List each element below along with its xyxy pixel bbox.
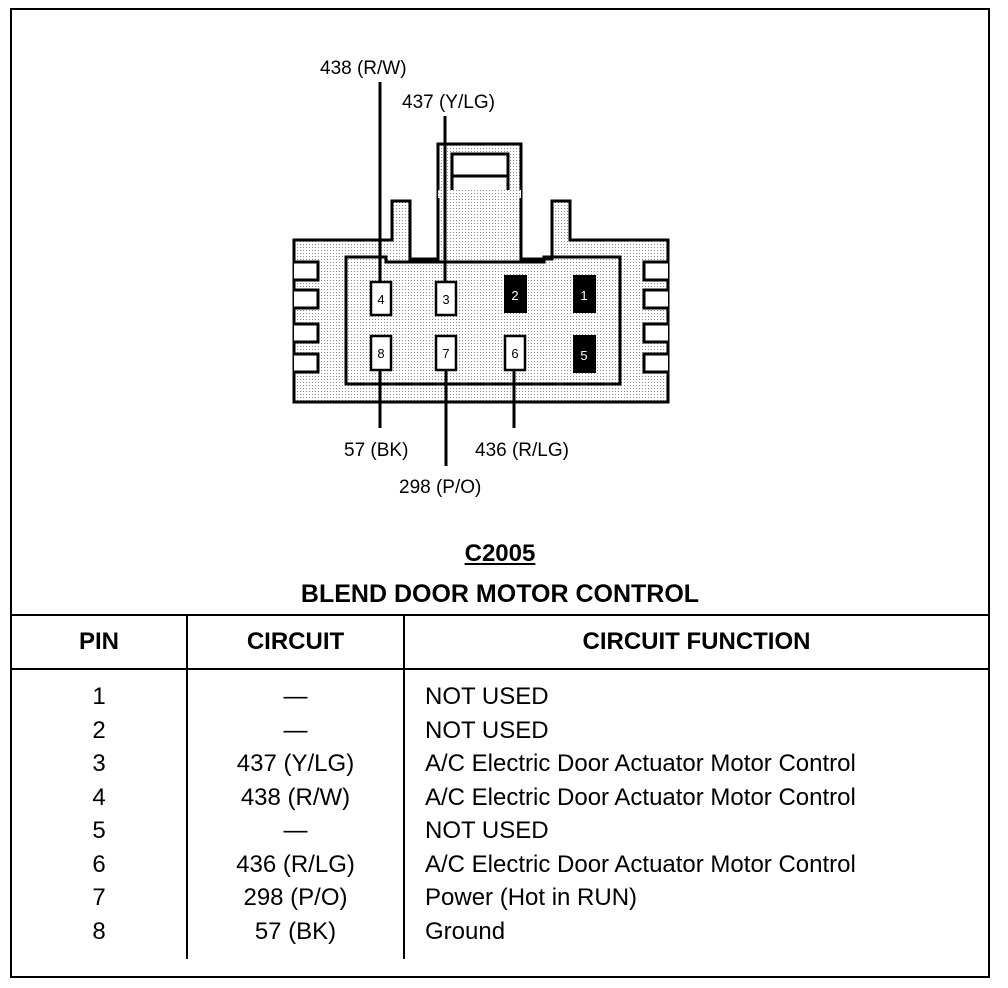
header-pin: PIN — [12, 616, 187, 670]
wire-label-pin8: 57 (BK) — [344, 440, 408, 461]
pin-cell: 7 — [92, 884, 106, 911]
table-row: 6 436 (R/LG) A/C Electric Door Actuator … — [12, 847, 988, 881]
pin-1: 1 — [573, 275, 596, 313]
pin-cell: 5 — [92, 817, 106, 844]
pin-cell: 8 — [92, 917, 106, 945]
right-ribs — [642, 260, 668, 374]
wire-label-pin7: 298 (P/O) — [399, 477, 481, 498]
pin-7-number: 7 — [442, 346, 449, 361]
pin-1-number: 1 — [580, 288, 587, 303]
wire-label-pin4: 438 (R/W) — [320, 58, 407, 79]
function-cell: NOT USED — [403, 814, 988, 848]
table-row: 5 — NOT USED — [12, 814, 988, 848]
table-row: 3 437 (Y/LG) A/C Electric Door Actuator … — [12, 747, 988, 781]
pin-4: 4 — [369, 280, 393, 317]
circuit-cell: — — [186, 814, 404, 848]
pin-3-number: 3 — [442, 292, 449, 307]
table-header-row: PIN CIRCUIT CIRCUIT FUNCTION — [12, 616, 988, 670]
pin-5-number: 5 — [580, 348, 587, 363]
table-row: 7 298 (P/O) Power (Hot in RUN) — [12, 881, 988, 915]
pin-5: 5 — [573, 335, 596, 373]
pin-8-number: 8 — [377, 346, 384, 361]
left-ribs — [294, 260, 320, 374]
function-cell: Power (Hot in RUN) — [403, 881, 988, 915]
function-cell: A/C Electric Door Actuator Motor Control — [403, 780, 988, 814]
pin-cell: 4 — [92, 783, 106, 811]
connector-id: C2005 — [464, 540, 536, 567]
connector-diagram: 4 3 2 1 8 7 6 5 — [292, 58, 670, 498]
pin-6: 6 — [503, 334, 527, 372]
circuit-cell: — — [186, 669, 404, 714]
header-circuit: CIRCUIT — [186, 616, 404, 670]
function-cell: NOT USED — [403, 669, 988, 714]
pin-table: PIN CIRCUIT CIRCUIT FUNCTION 1 — NOT USE… — [12, 616, 988, 959]
pin-7: 7 — [434, 334, 458, 372]
connector-cavity — [344, 255, 622, 386]
function-cell: A/C Electric Door Actuator Motor Control — [403, 847, 988, 881]
header-circuit-function: CIRCUIT FUNCTION — [403, 616, 988, 670]
table-row: 1 — NOT USED — [12, 669, 988, 714]
pin-2-number: 2 — [511, 288, 518, 303]
circuit-cell: 438 (R/W) — [186, 780, 404, 814]
pin-4-number: 4 — [377, 292, 384, 307]
table-row: 4 438 (R/W) A/C Electric Door Actuator M… — [12, 780, 988, 814]
diagram-frame: 4 3 2 1 8 7 6 5 — [10, 8, 990, 978]
wires — [378, 82, 516, 466]
function-cell: Ground — [403, 914, 988, 959]
function-cell: NOT USED — [403, 713, 988, 747]
pin-3: 3 — [434, 280, 458, 317]
circuit-cell: 298 (P/O) — [186, 881, 404, 915]
wire-label-pin3: 437 (Y/LG) — [402, 92, 495, 113]
circuit-cell: 57 (BK) — [186, 914, 404, 959]
pin-2: 2 — [504, 275, 527, 313]
circuit-cell: — — [186, 713, 404, 747]
locking-tab — [438, 152, 521, 198]
pin-6-number: 6 — [511, 346, 518, 361]
pin-cell: 3 — [92, 750, 106, 777]
table-row: 2 — NOT USED — [12, 713, 988, 747]
pin-cell: 2 — [92, 716, 106, 744]
pin-cell: 1 — [92, 683, 106, 710]
function-cell: A/C Electric Door Actuator Motor Control — [403, 747, 988, 781]
connector-title: BLEND DOOR MOTOR CONTROL — [300, 580, 700, 608]
circuit-cell: 436 (R/LG) — [186, 847, 404, 881]
circuit-cell: 437 (Y/LG) — [186, 747, 404, 781]
table-divider — [12, 614, 988, 616]
pin-8: 8 — [369, 334, 393, 372]
table-row: 8 57 (BK) Ground — [12, 914, 988, 959]
wire-label-pin6: 436 (R/LG) — [475, 440, 569, 461]
pin-cell: 6 — [92, 850, 106, 878]
